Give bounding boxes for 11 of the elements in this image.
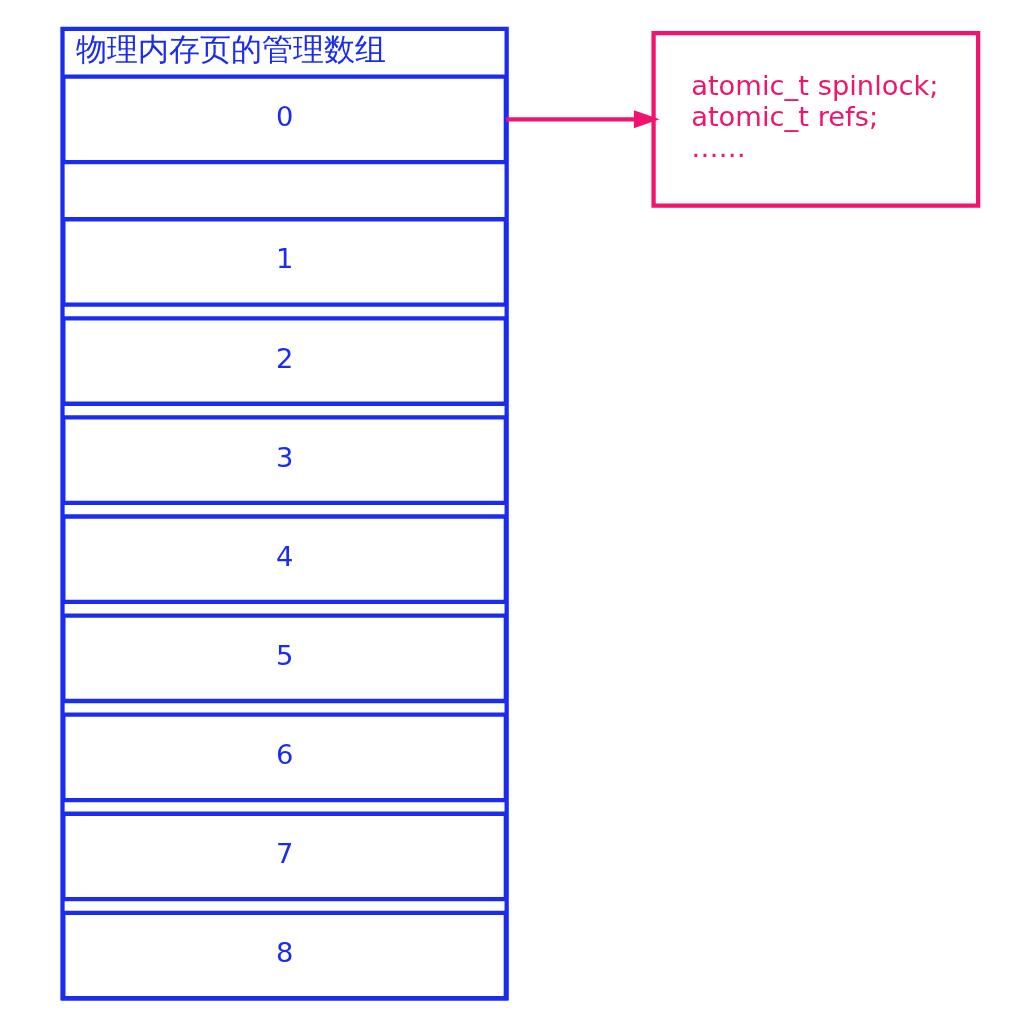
node-box: 0 [61, 74, 508, 165]
node-box: 2 [61, 316, 508, 406]
node-box: 4 [61, 514, 508, 605]
node-box: 5 [61, 613, 508, 704]
node-box: 3 [61, 415, 508, 505]
arrow [506, 110, 660, 129]
node-box: atomic_t spinlock; atomic_t refs; …… [651, 30, 981, 208]
node-box: 6 [61, 712, 508, 803]
node-box: 7 [61, 811, 508, 902]
node-box: 8 [61, 910, 508, 1001]
node-box: 1 [61, 217, 508, 307]
